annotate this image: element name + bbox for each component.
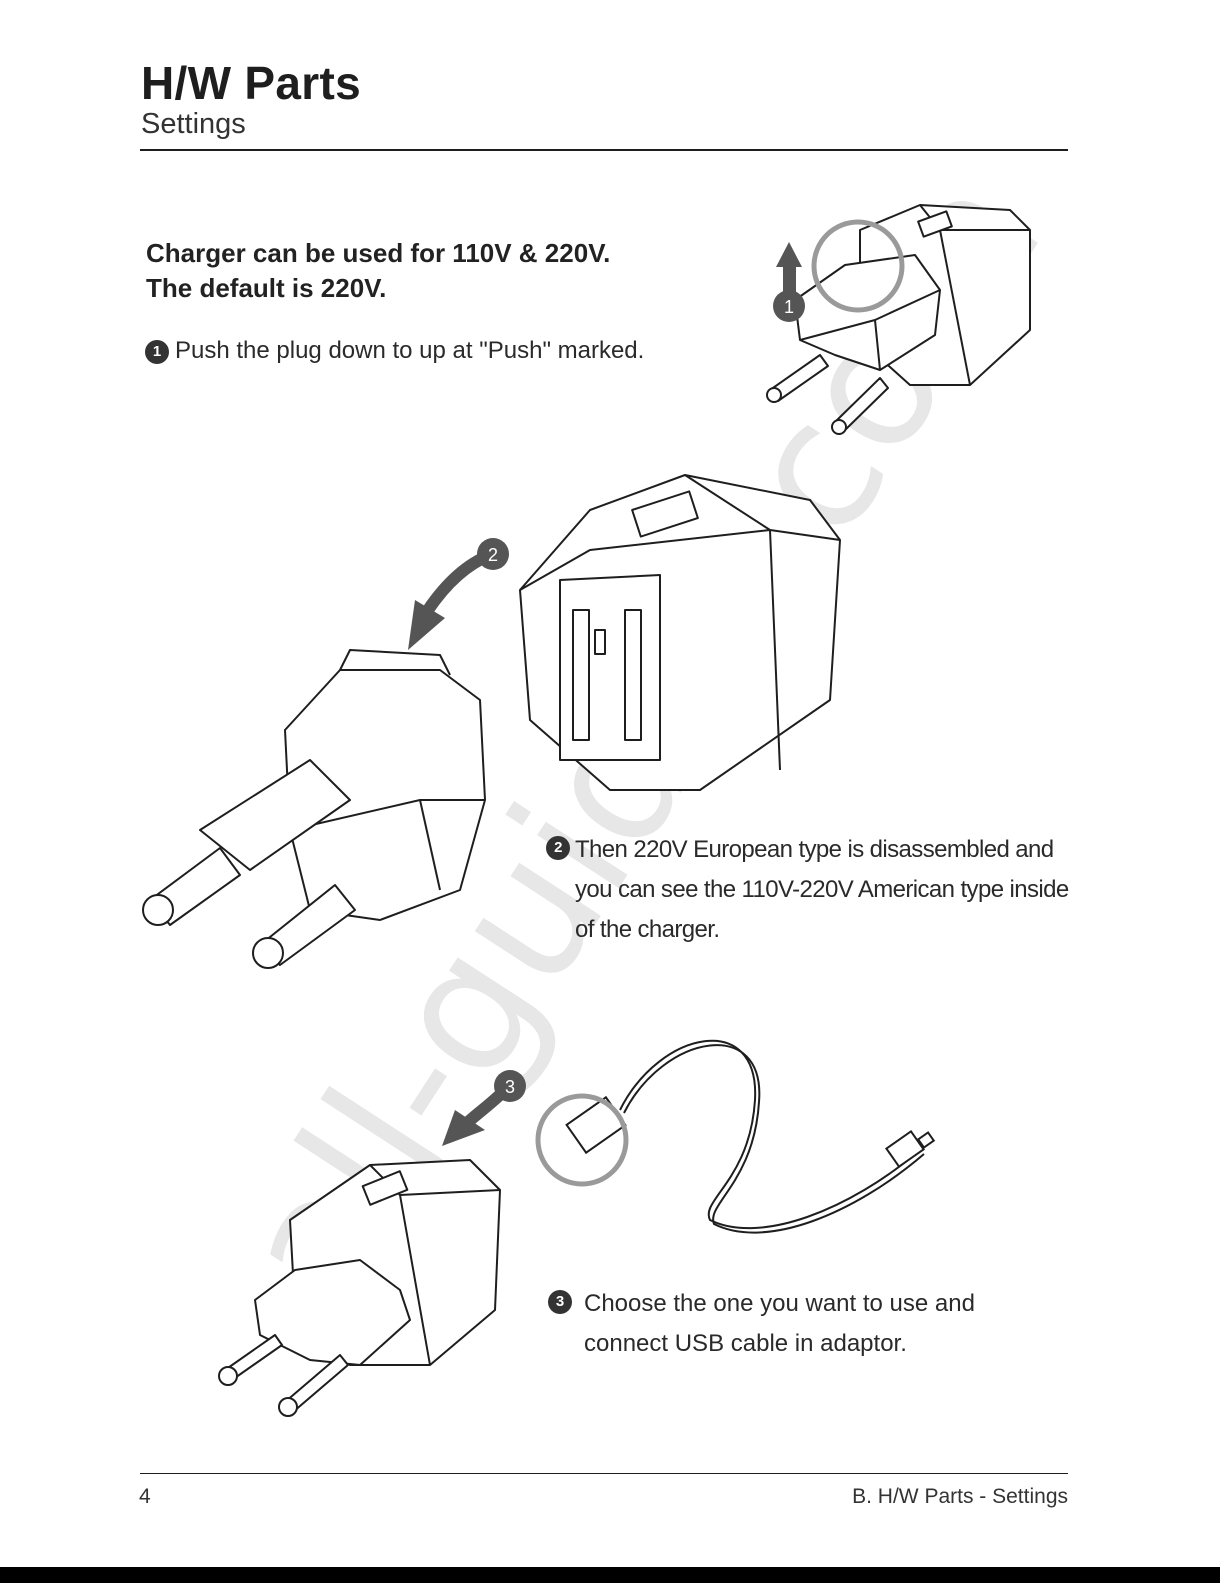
header-divider — [140, 149, 1068, 151]
step-2-line-3: of the charger. — [575, 916, 720, 943]
eu-plug-icon — [254, 1259, 411, 1366]
footer-divider — [140, 1473, 1068, 1474]
arrow-down-left-icon: 2 — [408, 538, 509, 650]
intro-text: Charger can be used for 110V & 220V. The… — [146, 236, 610, 306]
step-2: 2 Then 220V European type is disassemble… — [546, 830, 1076, 950]
step-3-number: 3 — [548, 1290, 572, 1314]
badge-1: 1 — [784, 297, 794, 317]
step-2-line-1: Then 220V European type is disassembled … — [575, 836, 1054, 863]
page-number: 4 — [139, 1485, 151, 1508]
arrow-down-left-icon: 3 — [442, 1070, 526, 1146]
page-title: H/W Parts — [141, 57, 361, 109]
intro-line-1: Charger can be used for 110V & 220V. — [146, 238, 611, 268]
step-2-line-2: you can see the 110V-220V American type … — [575, 876, 1069, 903]
arrow-up-icon: 1 — [773, 242, 805, 322]
charger-and-usb-cable-illustration-3: 3 — [218, 1039, 936, 1417]
disassembled-charger-illustration-2: 2 — [142, 474, 841, 969]
highlight-ring-icon — [535, 1093, 629, 1187]
badge-2: 2 — [488, 545, 498, 565]
highlight-ring-icon — [811, 219, 905, 313]
usb-cable-icon — [565, 1039, 936, 1234]
step-3-line-2: connect USB cable in adaptor. — [584, 1330, 907, 1357]
charger-with-eu-plug-illustration-1: 1 — [766, 204, 1031, 435]
intro-line-2: The default is 220V. — [146, 273, 387, 303]
step-2-number: 2 — [546, 836, 570, 860]
step-3-line-1: Choose the one you want to use and — [584, 1290, 975, 1317]
step-1-number: 1 — [145, 340, 169, 364]
bottom-edge — [0, 1567, 1220, 1583]
page-subtitle: Settings — [141, 108, 246, 140]
footer-section-label: B. H/W Parts - Settings — [852, 1485, 1068, 1508]
step-1-text: Push the plug down to up at "Push" marke… — [175, 337, 645, 364]
badge-3: 3 — [505, 1077, 515, 1097]
step-3: 3 Choose the one you want to use and con… — [548, 1284, 1068, 1364]
